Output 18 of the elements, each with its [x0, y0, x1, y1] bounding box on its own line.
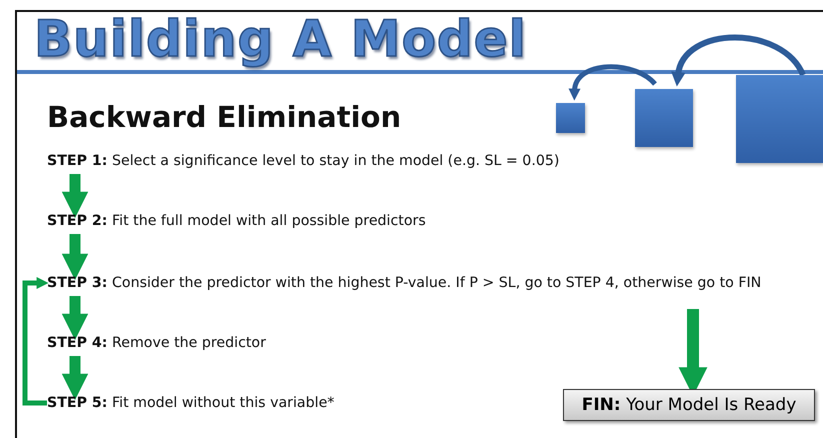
arrow [569, 64, 657, 100]
heading: Backward Elimination [47, 100, 402, 134]
arrow [672, 34, 806, 86]
square [736, 75, 823, 163]
step-text: STEP 4: Remove the predictor [47, 333, 266, 353]
title: Building A Model [34, 10, 527, 68]
arrow [62, 174, 88, 218]
arrow [62, 296, 88, 340]
step-text: STEP 2: Fit the full model with all possible predictors [47, 211, 426, 231]
step-text: STEP 1: Select a significance level to stay in the model (e.g. SL = 0.05) [47, 151, 560, 171]
arrow [62, 234, 88, 280]
step-text: STEP 5: Fit model without this variable* [47, 393, 334, 413]
arrow [22, 277, 49, 406]
step-text: STEP 3: Consider the predictor with the highest P-value. If P > SL, go to STEP 4, otherwise go to FIN [47, 273, 762, 293]
square [556, 103, 585, 133]
square [635, 89, 693, 147]
arrow [62, 356, 88, 400]
result-box: FIN: Your Model Is Ready [563, 389, 815, 421]
